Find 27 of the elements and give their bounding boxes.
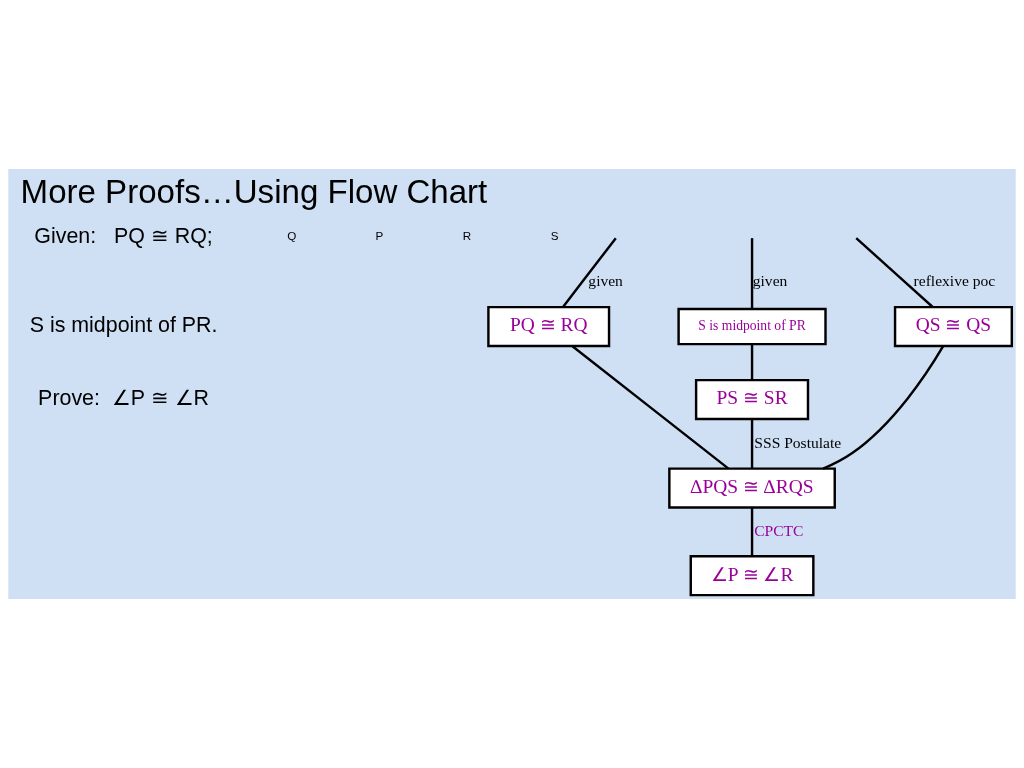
label: R: [462, 229, 472, 243]
connector: [750, 419, 754, 469]
edge-label: SSS Postulate: [754, 434, 842, 452]
connector: [562, 237, 617, 308]
label: Prove: ∠P ≅ ∠R: [38, 386, 210, 411]
connector: [822, 345, 945, 470]
label: P: [375, 229, 384, 243]
node-box: ∆PQS ≅ ∆RQS: [668, 467, 836, 509]
connector: [571, 345, 730, 470]
label: Given: PQ ≅ RQ;: [34, 223, 213, 248]
node-box: PQ ≅ RQ: [487, 305, 611, 348]
label: Q: [287, 229, 297, 243]
label: S: [550, 229, 559, 243]
diagram-title: More Proofs…Using Flow Chart: [20, 173, 488, 211]
node-box: QS ≅ QS: [893, 305, 1013, 348]
edge-label: CPCTC: [754, 521, 804, 539]
edge-label: reflexive poc: [913, 271, 996, 289]
edge-label: given: [588, 271, 623, 289]
label: S is midpoint of PR.: [29, 313, 218, 338]
node-box: S is midpoint of PR: [677, 307, 827, 346]
connector: [750, 344, 754, 380]
connector: [855, 237, 934, 308]
edge-label: given: [752, 271, 788, 289]
node-box: PS ≅ SR: [694, 378, 810, 421]
connector: [750, 507, 754, 557]
connector: [750, 238, 754, 309]
node-box: ∠P ≅ ∠R: [689, 554, 815, 597]
